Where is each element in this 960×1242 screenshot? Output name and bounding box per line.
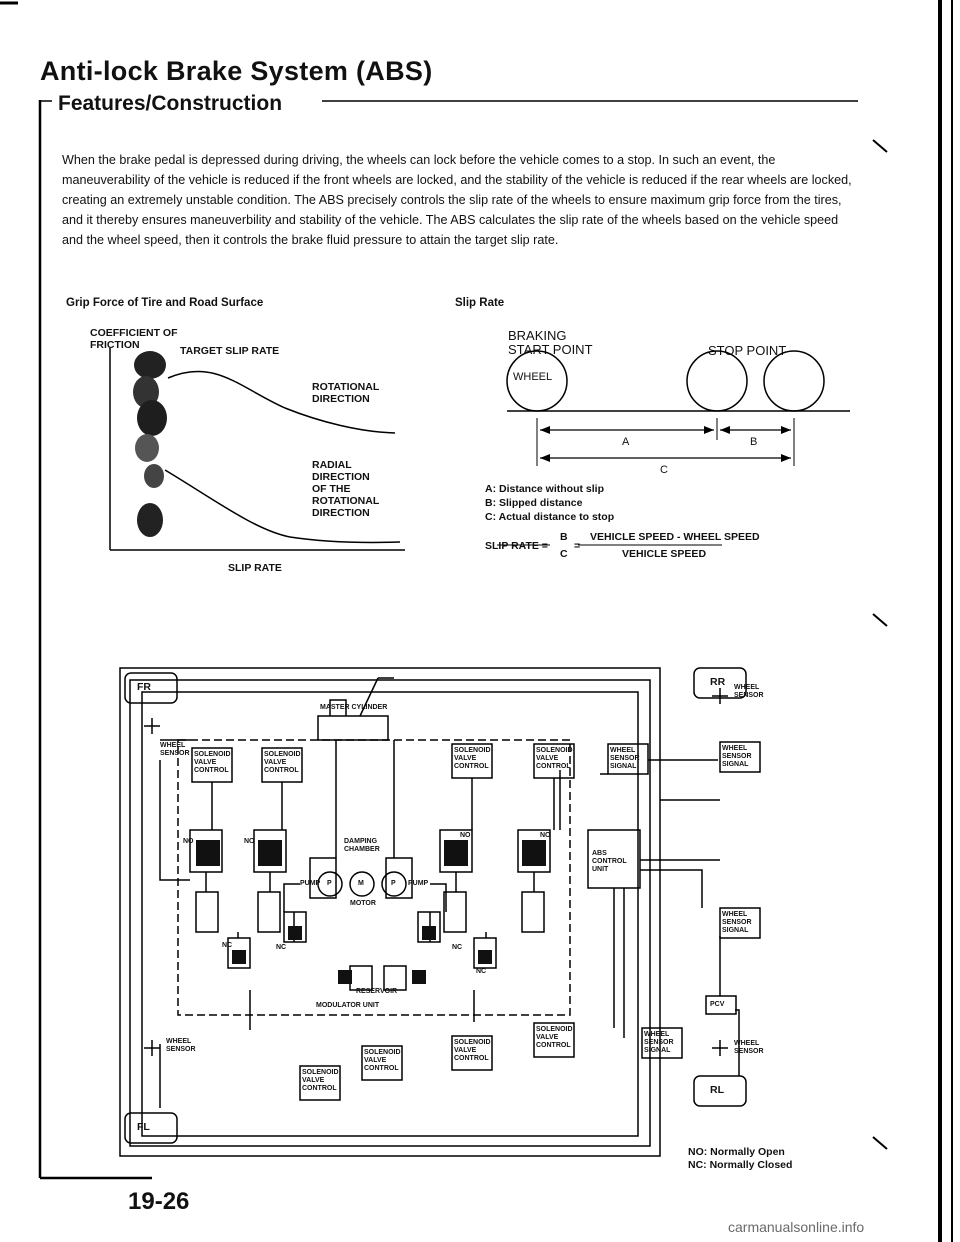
- no-label-4: NO: [540, 832, 551, 839]
- solenoid-label-8: SOLENOID VALVE CONTROL: [302, 1069, 339, 1092]
- wheel-sensor-label-fr: WHEEL SENSOR: [160, 742, 190, 757]
- legend-b: B: Slipped distance: [485, 497, 583, 509]
- wheel-sensor-signal-2: [719, 741, 761, 773]
- radial-label-4: ROTATIONAL: [312, 495, 380, 507]
- motor-m: M: [358, 880, 364, 887]
- formula-equals: =: [574, 540, 581, 552]
- pump-label-left: PUMP: [300, 880, 321, 887]
- wheel-sensor-label-rl: WHEEL SENSOR: [734, 1040, 764, 1055]
- page-number: 19-26: [128, 1188, 190, 1215]
- wheel-sensor-label-rr: WHEEL SENSOR: [734, 684, 764, 699]
- modulator-unit-label: MODULATOR UNIT: [316, 1002, 380, 1009]
- no-label-1: NO: [183, 838, 194, 845]
- x-axis-label: SLIP RATE: [228, 562, 282, 574]
- wheel-sensor-signal-3: [719, 907, 761, 939]
- wheel-sensor-label-fl: WHEEL SENSOR: [166, 1038, 196, 1053]
- radial-label-2: DIRECTION: [312, 471, 370, 483]
- formula-left: SLIP RATE =: [485, 540, 548, 552]
- distance-c-label: C: [660, 464, 668, 476]
- target-slip-label: TARGET SLIP RATE: [180, 345, 280, 357]
- rr-label: RR: [710, 676, 726, 688]
- motor-label: MOTOR: [350, 900, 376, 907]
- sensor-signal-label-1: WHEEL SENSOR SIGNAL: [610, 747, 640, 770]
- page-title: Anti-lock Brake System (ABS): [40, 56, 433, 86]
- solenoid-label-7: SOLENOID VALVE CONTROL: [364, 1049, 401, 1072]
- pump-p-right: P: [391, 880, 396, 887]
- solenoid-valve-fl-1: [533, 1022, 575, 1058]
- y-axis-label-2: FRICTION: [90, 339, 140, 351]
- grip-diagram-caption: Grip Force of Tire and Road Surface: [66, 297, 264, 309]
- reservoir-label: RESERVOIR: [356, 988, 398, 995]
- fl-label: FL: [137, 1121, 150, 1133]
- pump-right: [381, 871, 407, 897]
- rl-label: RL: [710, 1084, 724, 1096]
- rotational-label-1: ROTATIONAL: [312, 381, 380, 393]
- radial-curve: [164, 469, 401, 544]
- wheel-sensor-signal-4: [641, 1027, 683, 1059]
- solenoid-label-3: SOLENOID VALVE CONTROL: [454, 747, 491, 770]
- sensor-signal-label-4: WHEEL SENSOR SIGNAL: [644, 1031, 674, 1054]
- nc-label-4: NC: [476, 968, 487, 975]
- abs-control-unit-label: ABS CONTROL UNIT: [592, 850, 627, 873]
- y-axis-label-1: COEFFICIENT OF: [90, 327, 178, 339]
- solenoid-valve-rl-1: [361, 1045, 403, 1081]
- sensor-signal-label-3: WHEEL SENSOR SIGNAL: [722, 911, 752, 934]
- legend-nc: NC: Normally Closed: [688, 1159, 793, 1171]
- rotational-label-2: DIRECTION: [312, 393, 370, 405]
- wheel-label: WHEEL: [513, 371, 553, 383]
- pcv-box: [705, 995, 737, 1015]
- braking-label-2: START POINT: [508, 342, 593, 357]
- nc-label-1: NC: [222, 942, 233, 949]
- motor: [349, 871, 375, 897]
- stop-point-label: STOP POINT: [708, 343, 787, 358]
- nc-label-2: NC: [276, 944, 287, 951]
- solenoid-valve-rl-2: [299, 1065, 341, 1101]
- distance-b-label: B: [750, 436, 758, 448]
- distance-a-label: A: [622, 436, 630, 448]
- tire-contact-patch: [133, 351, 167, 537]
- braking-label-1: BRAKING: [508, 328, 567, 343]
- nc-label-3: NC: [452, 944, 463, 951]
- solenoid-label-5: SOLENOID VALVE CONTROL: [536, 1026, 573, 1049]
- legend-c: C: Actual distance to stop: [485, 511, 615, 523]
- pump-left: [317, 871, 343, 897]
- fr-wheel-box: [124, 672, 178, 704]
- formula-numerator: B: [560, 531, 568, 543]
- fr-label: FR: [137, 681, 151, 693]
- wheel-sensor-signal-1: [607, 743, 649, 775]
- radial-label-1: RADIAL: [312, 459, 352, 471]
- legend-a: A: Distance without slip: [485, 483, 605, 495]
- sensor-signal-label-2: WHEEL SENSOR SIGNAL: [722, 745, 752, 768]
- rl-wheel-box: [693, 1075, 747, 1107]
- formula-right-denominator: VEHICLE SPEED: [622, 548, 707, 560]
- solenoid-label-6: SOLENOID VALVE CONTROL: [454, 1039, 491, 1062]
- solenoid-label-2: SOLENOID VALVE CONTROL: [264, 751, 301, 774]
- formula-right-numerator: VEHICLE SPEED - WHEEL SPEED: [590, 531, 760, 543]
- radial-label-5: DIRECTION: [312, 507, 370, 519]
- radial-label-3: OF THE: [312, 483, 351, 495]
- solenoid-label-1: SOLENOID VALVE CONTROL: [194, 751, 231, 774]
- master-cylinder-label: MASTER CYLINDER: [320, 704, 388, 711]
- rotational-curve: [167, 370, 396, 434]
- pump-label-right: PUMP: [408, 880, 429, 887]
- pump-p-left: P: [327, 880, 332, 887]
- damping-chamber-label: DAMPING CHAMBER: [344, 838, 380, 853]
- no-label-3: NO: [460, 832, 471, 839]
- solenoid-valve-fl-2: [451, 1035, 493, 1071]
- watermark: carmanualsonline.info: [728, 1219, 865, 1235]
- pcv-label: PCV: [710, 1001, 725, 1008]
- slip-diagram-caption: Slip Rate: [455, 297, 505, 309]
- formula-denominator: C: [560, 548, 568, 560]
- solenoid-label-4: SOLENOID VALVE CONTROL: [536, 747, 573, 770]
- intro-paragraph: When the brake pedal is depressed during…: [62, 153, 852, 247]
- legend-no: NO: Normally Open: [688, 1146, 785, 1158]
- section-title: Features/Construction: [58, 92, 283, 115]
- fl-wheel-box: [124, 1112, 178, 1144]
- no-label-2: NO: [244, 838, 255, 845]
